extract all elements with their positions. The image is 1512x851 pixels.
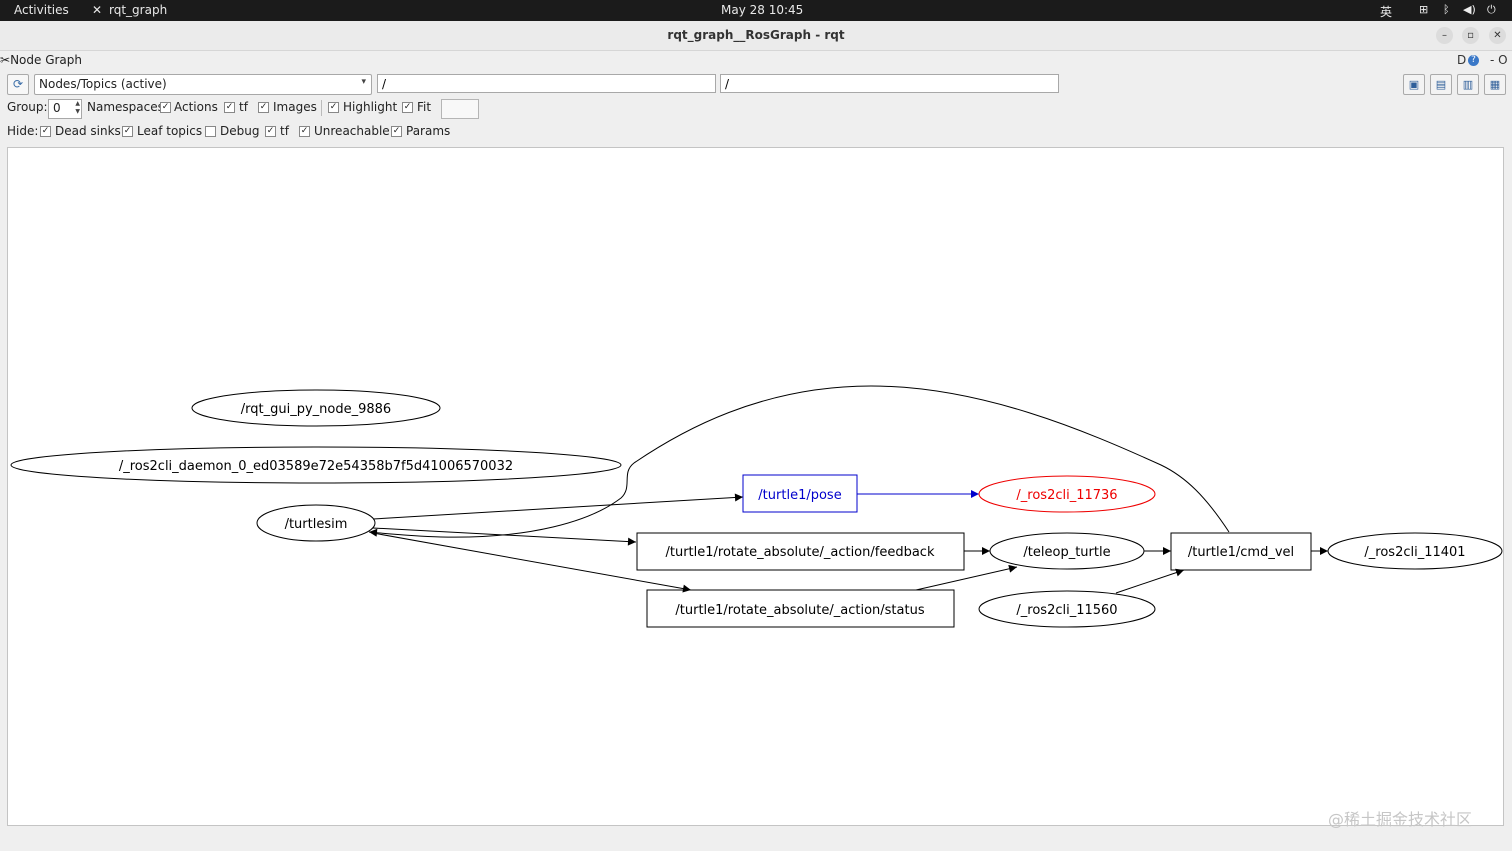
node-label: /_ros2cli_11560 (1016, 603, 1117, 618)
app-menu-label[interactable]: rqt_graph (109, 3, 168, 17)
actions-checkbox[interactable]: ✓ (224, 102, 235, 113)
params-label: Params (406, 124, 451, 138)
graph-node-ros2cli-11736[interactable]: /_ros2cli_11736 (978, 475, 1156, 513)
graph-canvas[interactable]: /rqt_gui_py_node_9886 /_ros2cli_daemon_0… (7, 147, 1504, 826)
graph-node-ros2cli-11560[interactable]: /_ros2cli_11560 (978, 590, 1156, 628)
dock-button[interactable]: D (1457, 53, 1467, 67)
node-label: /_ros2cli_daemon_0_ed03589e72e54358b7f5d… (119, 459, 513, 474)
group-label: Group: (7, 100, 48, 114)
edge-turtlesim-pose (372, 493, 744, 520)
network-icon[interactable]: ⊞ (1419, 3, 1429, 16)
hide-tf-checkbox[interactable]: ✓ (265, 126, 276, 137)
spin-arrows[interactable]: ▲▼ (75, 100, 80, 116)
leaf-topics-label: Leaf topics (137, 124, 203, 138)
highlight-label: Highlight (343, 100, 398, 114)
graph-topic-pose[interactable]: /turtle1/pose (742, 474, 858, 513)
plugin-minimize-close-buttons[interactable]: - O (1490, 53, 1508, 67)
fit-checkbox[interactable]: ✓ (402, 102, 413, 113)
clock[interactable]: May 28 10:45 (721, 3, 804, 17)
watermark: @稀土掘金技术社区 (1328, 810, 1473, 829)
spin-down-icon[interactable]: ▼ (75, 108, 80, 115)
hide-label: Hide: (7, 124, 39, 138)
scissors-icon: ✂ (0, 53, 11, 67)
graph-topic-cmd-vel[interactable]: /turtle1/cmd_vel (1170, 532, 1312, 571)
actions-label: Actions (174, 100, 218, 114)
close-button[interactable]: ✕ (1489, 27, 1506, 44)
group-spinbox[interactable]: 0 ▲▼ (48, 99, 82, 119)
graph-node-ros2cli-11401[interactable]: /_ros2cli_11401 (1327, 532, 1503, 570)
fit-label: Fit (417, 100, 432, 114)
node-label: /_ros2cli_11736 (1016, 488, 1117, 503)
spin-up-icon[interactable]: ▲ (75, 100, 80, 107)
topic-label: /turtle1/pose (758, 488, 841, 503)
images-checkbox[interactable]: ✓ (258, 102, 269, 113)
maximize-button[interactable]: ▫ (1462, 27, 1479, 44)
load-dot-button[interactable]: ▣ (1403, 74, 1425, 95)
app-menu-icon[interactable]: ✕ (92, 3, 103, 17)
options-row: Group: 0 ▲▼ Namespaces ✓ Actions ✓ tf ✓ … (7, 99, 487, 119)
activities-button[interactable]: Activities (14, 3, 69, 17)
graph-node-ros2cli-daemon[interactable]: /_ros2cli_daemon_0_ed03589e72e54358b7f5d… (10, 446, 622, 484)
bluetooth-icon[interactable]: ᛒ (1443, 3, 1450, 16)
edge-status-teleop (915, 564, 1018, 591)
images-label: Images (273, 100, 317, 114)
refresh-icon: ⟳ (12, 77, 24, 91)
edge-cmd-vel-turtlesim (368, 385, 1230, 538)
tf-label: tf (239, 100, 248, 114)
params-checkbox[interactable]: ✓ (391, 126, 402, 137)
topic-filter-input[interactable] (720, 74, 1059, 93)
refresh-button[interactable]: ⟳ (7, 74, 29, 95)
debug-label: Debug (220, 124, 260, 138)
edge-ros2cli-11560-cmd-vel (1115, 568, 1185, 594)
input-method-indicator[interactable]: 英 (1380, 5, 1393, 19)
dead-sinks-label: Dead sinks (55, 124, 121, 138)
system-top-bar: Activities ✕ rqt_graph May 28 10:45 英 ⊞ … (0, 0, 1512, 21)
save-dot-button[interactable]: ▤ (1430, 74, 1452, 95)
node-label: /_ros2cli_11401 (1364, 545, 1465, 560)
help-icon[interactable]: ? (1468, 55, 1479, 66)
namespaces-checkbox[interactable]: ✓ (160, 102, 171, 113)
graph-mode-value: Nodes/Topics (active) (39, 77, 167, 91)
plugin-title: ✂Node Graph (0, 53, 82, 67)
highlight-checkbox[interactable]: ✓ (328, 102, 339, 113)
graph-topic-status[interactable]: /turtle1/rotate_absolute/_action/status (646, 589, 955, 628)
ros-graph[interactable]: /rqt_gui_py_node_9886 /_ros2cli_daemon_0… (8, 148, 1503, 825)
hide-tf-label: tf (280, 124, 289, 138)
node-label: /turtlesim (285, 517, 348, 532)
group-value: 0 (53, 101, 61, 115)
volume-icon[interactable]: ◀) (1463, 3, 1476, 16)
graph-node-teleop-turtle[interactable]: /teleop_turtle (989, 532, 1145, 570)
unreachable-checkbox[interactable]: ✓ (299, 126, 310, 137)
save-image-button[interactable]: ▦ (1484, 74, 1506, 95)
graph-node-turtlesim[interactable]: /turtlesim (256, 504, 376, 542)
save-svg-button[interactable]: ▥ (1457, 74, 1479, 95)
power-icon[interactable]: ⏻ (1487, 3, 1496, 16)
topic-label: /turtle1/cmd_vel (1188, 545, 1294, 560)
graph-topic-feedback[interactable]: /turtle1/rotate_absolute/_action/feedbac… (636, 532, 965, 571)
topic-label: /turtle1/rotate_absolute/_action/status (675, 603, 924, 618)
chevron-down-icon: ▾ (361, 77, 366, 87)
graph-mode-select[interactable]: Nodes/Topics (active) ▾ (34, 74, 372, 95)
node-label: /rqt_gui_py_node_9886 (241, 402, 391, 417)
hide-row: Hide: ✓ Dead sinks ✓ Leaf topics Debug ✓… (7, 123, 467, 141)
dead-sinks-checkbox[interactable]: ✓ (40, 126, 51, 137)
unreachable-label: Unreachable (314, 124, 390, 138)
leaf-topics-checkbox[interactable]: ✓ (122, 126, 133, 137)
graph-node-rqt-gui[interactable]: /rqt_gui_py_node_9886 (191, 389, 441, 427)
debug-checkbox[interactable] (205, 126, 216, 137)
namespaces-label: Namespaces (87, 100, 164, 114)
edge-turtlesim-status (372, 532, 692, 593)
plugin-title-label: Node Graph (10, 53, 83, 67)
window-title-bar: rqt_graph__RosGraph - rqt – ▫ ✕ (0, 21, 1512, 51)
fit-in-view-button[interactable] (441, 99, 479, 119)
toolbar-separator (321, 100, 322, 116)
window-title: rqt_graph__RosGraph - rqt (667, 28, 845, 42)
node-label: /teleop_turtle (1023, 545, 1110, 560)
minimize-button[interactable]: – (1436, 27, 1453, 44)
topic-label: /turtle1/rotate_absolute/_action/feedbac… (666, 545, 935, 560)
node-filter-input[interactable] (377, 74, 716, 93)
